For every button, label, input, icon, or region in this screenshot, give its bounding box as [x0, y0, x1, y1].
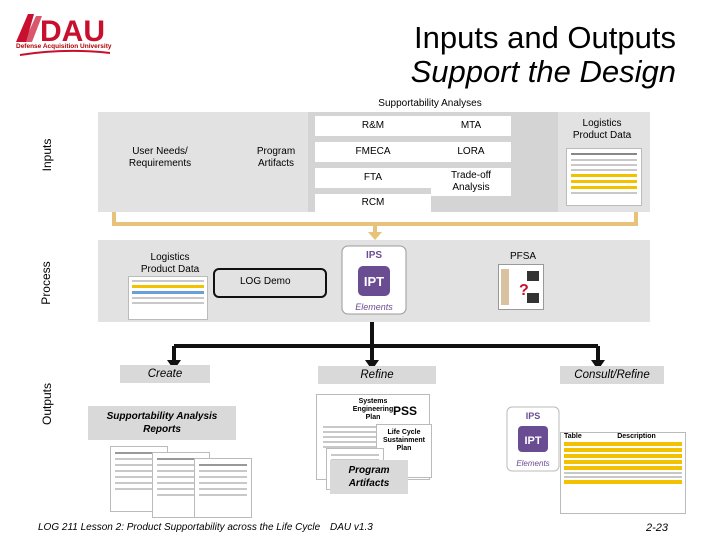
- footer-course: LOG 211 Lesson 2: Product Supportability…: [38, 522, 321, 533]
- inputs-connector: [112, 212, 638, 240]
- pfsa-label: PFSA: [509, 251, 537, 262]
- logistics-product-data-table-thumbnail: [566, 148, 642, 206]
- inputs-label: Inputs: [40, 138, 54, 172]
- ips-description-table-thumbnail: Table Description: [560, 432, 686, 514]
- ips-ipt-elements-graphic: IPS IPT Elements: [340, 244, 408, 316]
- process-output-arrows: [167, 322, 605, 370]
- svg-text:?: ?: [519, 282, 529, 299]
- logistics-product-data-input-label: Logistics Product Data: [572, 118, 632, 141]
- page-subtitle: Support the Design: [410, 54, 676, 89]
- logistics-product-data-process-label: Logistics Product Data: [140, 252, 200, 275]
- elements-output-text: Elements: [516, 459, 549, 468]
- user-needs-requirements: User Needs/ Requirements: [128, 146, 192, 169]
- program-artifacts-output-label: Program Artifacts: [330, 460, 408, 494]
- footer-version: DAU v1.3: [330, 522, 373, 533]
- create-label: Create: [120, 365, 210, 383]
- ips-text: IPS: [366, 250, 382, 261]
- process-label: Process: [39, 261, 53, 305]
- logistics-product-data-process-thumbnail: [128, 276, 208, 320]
- logo-text: DAU: [40, 15, 105, 48]
- trade-off-analysis-box: Trade-off Analysis: [431, 168, 511, 196]
- ips-elements-output-graphic: IPS IPT Elements: [506, 406, 560, 472]
- sep-title: Systems Engineering Plan: [352, 398, 394, 421]
- pss-label: PSS: [392, 404, 417, 418]
- logo-swoosh: [19, 49, 111, 56]
- page-title: Inputs and Outputs: [414, 20, 676, 55]
- log-demo-label: LOG Demo: [240, 276, 291, 287]
- dau-logo: DAU: [14, 12, 110, 48]
- ips-output-text: IPS: [526, 411, 541, 421]
- table-header-right: Description: [617, 433, 656, 440]
- ipt-text: IPT: [364, 274, 384, 289]
- elements-text: Elements: [355, 302, 393, 312]
- ipt-output-text: IPT: [524, 435, 541, 447]
- consult-refine-label: Consult/Refine: [560, 366, 664, 384]
- outputs-label: Outputs: [40, 382, 54, 426]
- supportability-analyses-title: Supportability Analyses: [378, 98, 482, 109]
- program-artifacts-input: Program Artifacts: [256, 146, 296, 169]
- footer-page-number: 2-23: [646, 522, 669, 534]
- supportability-analysis-reports-label: Supportability Analysis Reports: [88, 406, 236, 440]
- rm-box: R&M: [315, 116, 431, 136]
- pfsa-diagram-icon: ?: [498, 264, 544, 310]
- mta-box: MTA: [431, 116, 511, 136]
- logo-subtitle: Defense Acquisition University: [16, 43, 112, 50]
- fmeca-box: FMECA: [315, 142, 431, 162]
- refine-label: Refine: [318, 366, 436, 384]
- log-demo-frame: [213, 268, 327, 298]
- fta-box: FTA: [315, 168, 431, 188]
- table-header-left: Table: [564, 433, 582, 440]
- rcm-box: RCM: [315, 194, 431, 212]
- lora-box: LORA: [431, 142, 511, 162]
- report-thumbnail-3: [194, 458, 252, 518]
